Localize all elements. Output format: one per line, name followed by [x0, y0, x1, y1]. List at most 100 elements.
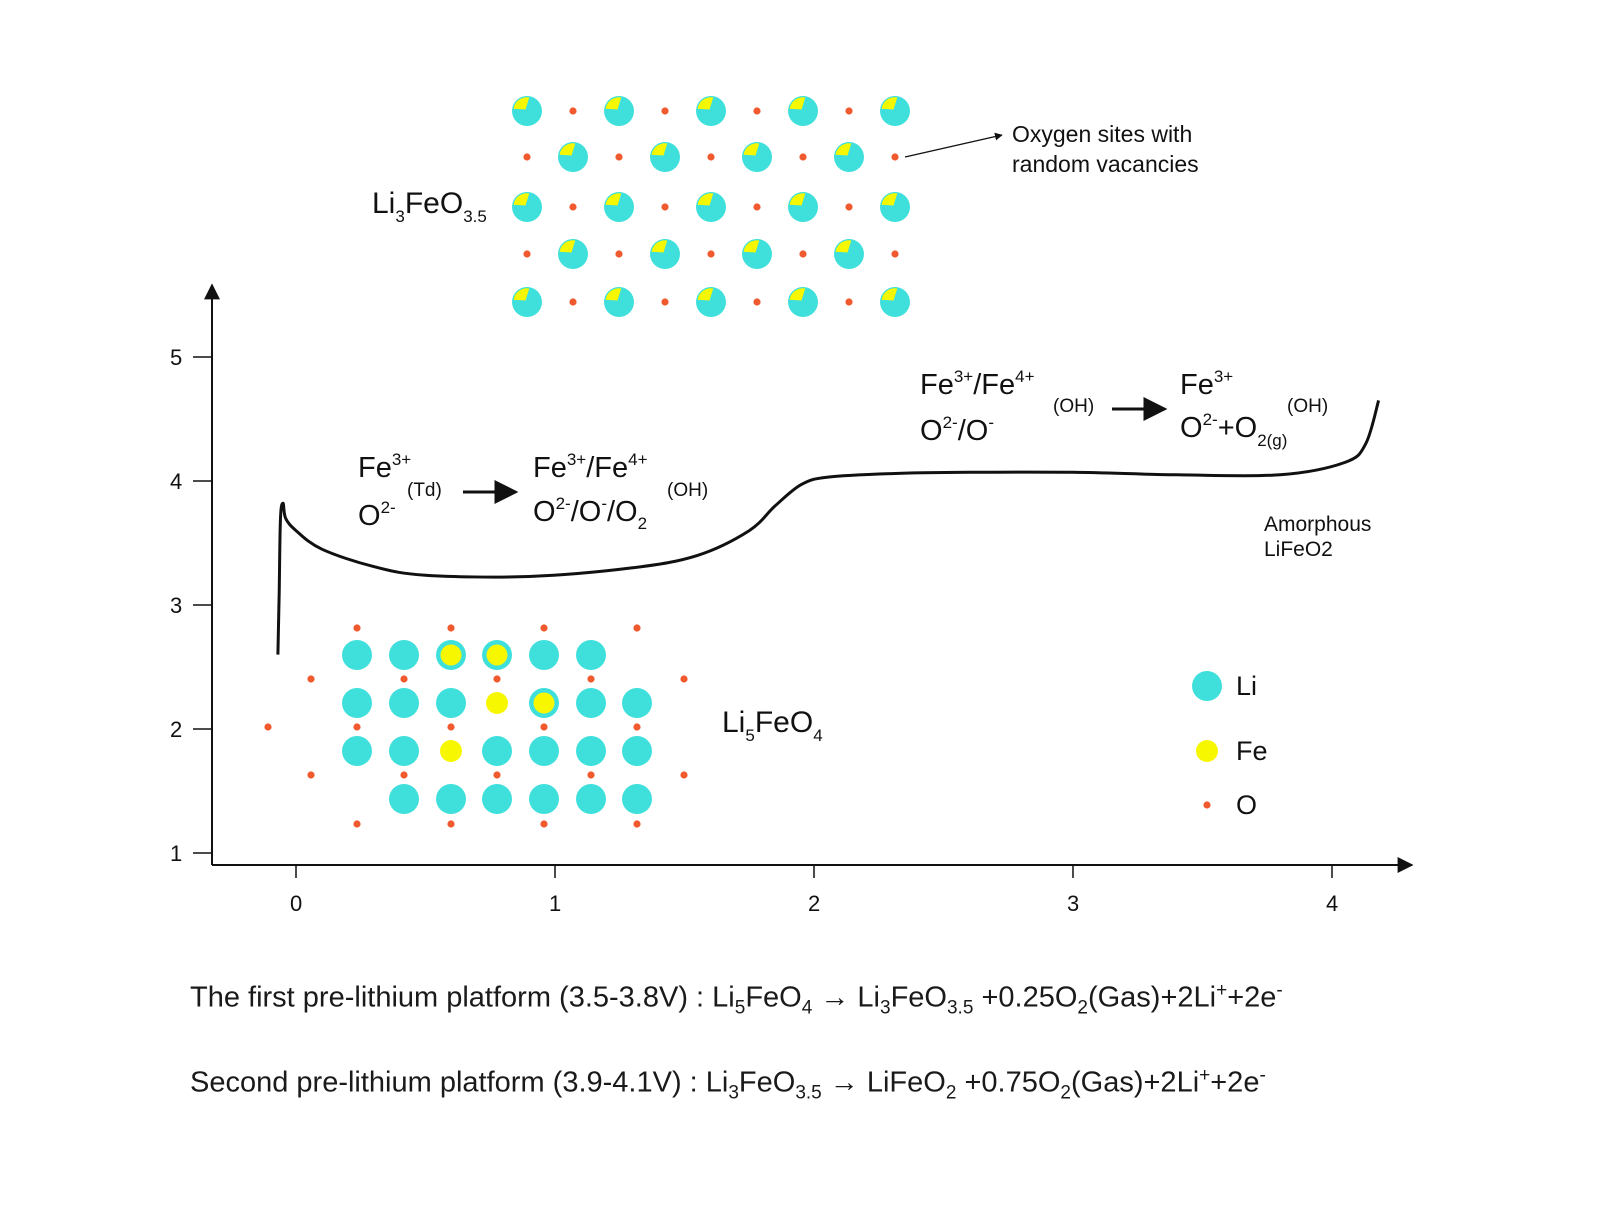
li-atom	[529, 784, 559, 814]
li-atom	[389, 688, 419, 718]
legend-label-fe: Fe	[1236, 736, 1268, 766]
fe-fraction	[605, 97, 622, 110]
o-atom	[633, 820, 641, 828]
vacancy-note-line1: Oxygen sites with	[1012, 121, 1192, 147]
o-atom	[569, 298, 577, 306]
amorphous-label-line2: LiFeO2	[1264, 538, 1333, 561]
svg-text:(Td): (Td)	[407, 480, 442, 501]
fe-fraction	[789, 288, 806, 301]
o-atom	[587, 771, 595, 779]
fe-fraction	[881, 193, 898, 206]
o-atom	[400, 675, 408, 683]
o-atom	[661, 107, 669, 115]
o-atom	[353, 820, 361, 828]
o-atom	[799, 250, 807, 258]
y-tick-label: 3	[170, 593, 182, 618]
li-atom	[576, 640, 606, 670]
o-atom	[523, 250, 531, 258]
x-tick-label: 2	[808, 891, 820, 916]
svg-text:O2-/O-/O2: O2-/O-/O2	[533, 494, 647, 533]
svg-text:Fe3+: Fe3+	[358, 450, 411, 484]
o-atom	[540, 624, 548, 632]
fe-fraction	[789, 193, 806, 206]
legend-li-swatch	[1192, 671, 1222, 701]
o-atom	[540, 723, 548, 731]
fe-fraction	[513, 193, 530, 206]
li-atom	[436, 688, 466, 718]
reaction2-left: Fe3+/Fe4+ O2-/O- (OH)	[920, 367, 1094, 447]
fe-fraction	[651, 143, 668, 156]
legend: LiFeO	[1192, 671, 1268, 820]
o-atom	[353, 723, 361, 731]
fe-fraction	[789, 97, 806, 110]
fe-fraction	[559, 143, 576, 156]
reaction2-right: Fe3+ O2-+O2(g) (OH)	[1180, 367, 1328, 450]
li-atom	[576, 784, 606, 814]
vacancy-arrow	[904, 132, 1003, 158]
fe-atom	[486, 644, 508, 666]
fe-fraction	[697, 288, 714, 301]
fe-fraction	[697, 97, 714, 110]
o-atom	[845, 203, 853, 211]
o-atom	[307, 771, 315, 779]
y-tick-label: 2	[170, 717, 182, 742]
o-atom	[493, 675, 501, 683]
o-atom	[400, 771, 408, 779]
o-atom	[661, 203, 669, 211]
o-atom	[680, 675, 688, 683]
y-tick-label: 4	[170, 469, 182, 494]
equation-first-platform: The first pre-lithium platform (3.5-3.8V…	[190, 980, 1283, 1019]
legend-label-o: O	[1236, 790, 1257, 820]
vacancy-note-line2: random vacancies	[1012, 151, 1199, 177]
top-lattice	[512, 96, 910, 317]
o-atom	[661, 298, 669, 306]
bottom-formula: Li5FeO4	[722, 706, 823, 745]
o-atom	[615, 153, 623, 161]
o-atom	[707, 153, 715, 161]
reaction1-left: Fe3+ (Td) O2-	[358, 450, 442, 532]
o-atom	[707, 250, 715, 258]
o-atom	[615, 250, 623, 258]
li-atom	[622, 736, 652, 766]
o-atom	[753, 203, 761, 211]
o-atom	[845, 107, 853, 115]
li-atom	[622, 784, 652, 814]
fe-fraction	[881, 97, 898, 110]
svg-text:Fe3+/Fe4+: Fe3+/Fe4+	[920, 367, 1035, 401]
o-atom	[891, 153, 899, 161]
o-atom	[845, 298, 853, 306]
li-atom	[529, 640, 559, 670]
o-atom	[753, 107, 761, 115]
li-atom	[576, 688, 606, 718]
fe-fraction	[697, 193, 714, 206]
fe-fraction	[513, 97, 530, 110]
o-atom	[680, 771, 688, 779]
legend-fe-swatch	[1196, 740, 1218, 762]
li-atom	[342, 736, 372, 766]
o-atom	[569, 203, 577, 211]
li-atom	[389, 640, 419, 670]
fe-fraction	[605, 288, 622, 301]
li-atom	[389, 736, 419, 766]
li-atom	[622, 688, 652, 718]
equation-second-platform: Second pre-lithium platform (3.9-4.1V) :…	[190, 1065, 1266, 1104]
x-tick-label: 3	[1067, 891, 1079, 916]
svg-text:(OH): (OH)	[1053, 396, 1094, 417]
o-atom	[633, 723, 641, 731]
svg-text:(OH): (OH)	[1287, 396, 1328, 417]
o-atom	[523, 153, 531, 161]
svg-text:O2-: O2-	[358, 498, 396, 532]
li-atom	[576, 736, 606, 766]
li-atom	[529, 736, 559, 766]
x-tick-label: 0	[290, 891, 302, 916]
li-atom	[389, 784, 419, 814]
svg-text:O2-/O-: O2-/O-	[920, 413, 994, 447]
bottom-lattice	[264, 624, 688, 828]
o-atom	[264, 723, 272, 731]
svg-text:Fe3+: Fe3+	[1180, 367, 1233, 401]
